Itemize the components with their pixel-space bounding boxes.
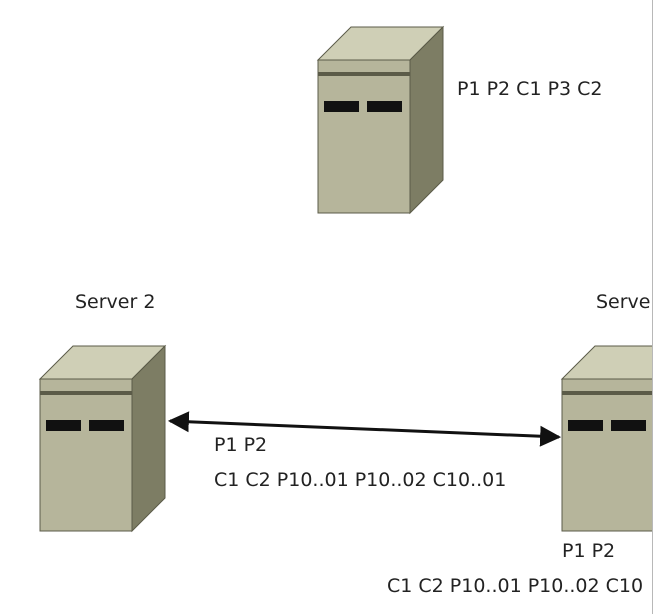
link-label-line1: P1 P2 bbox=[214, 434, 268, 456]
server-2-name-label: Server 2 bbox=[75, 291, 156, 313]
link-label-line2: C1 C2 P10..01 P10..02 C10..01 bbox=[214, 469, 507, 491]
right-server-data-line1: P1 P2 bbox=[562, 540, 616, 562]
page-edge-strip bbox=[652, 0, 666, 614]
server-left-icon bbox=[38, 344, 167, 533]
double-arrow-icon bbox=[167, 411, 562, 447]
right-server-data-line2: C1 C2 P10..01 P10..02 C10 bbox=[387, 575, 644, 597]
server-top-icon bbox=[316, 25, 445, 215]
right-server-name-label: Serve bbox=[596, 291, 651, 313]
server-right-icon bbox=[560, 345, 666, 532]
top-server-data-label: P1 P2 C1 P3 C2 bbox=[457, 78, 603, 100]
